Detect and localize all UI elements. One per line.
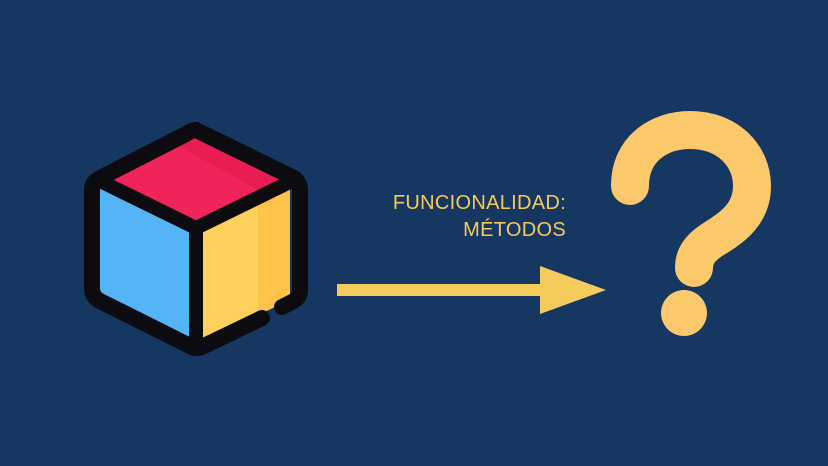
caption: FUNCIONALIDAD: MÉTODOS [393, 190, 566, 244]
caption-line-2: MÉTODOS [463, 219, 566, 241]
caption-line-1: FUNCIONALIDAD: [392, 192, 566, 214]
